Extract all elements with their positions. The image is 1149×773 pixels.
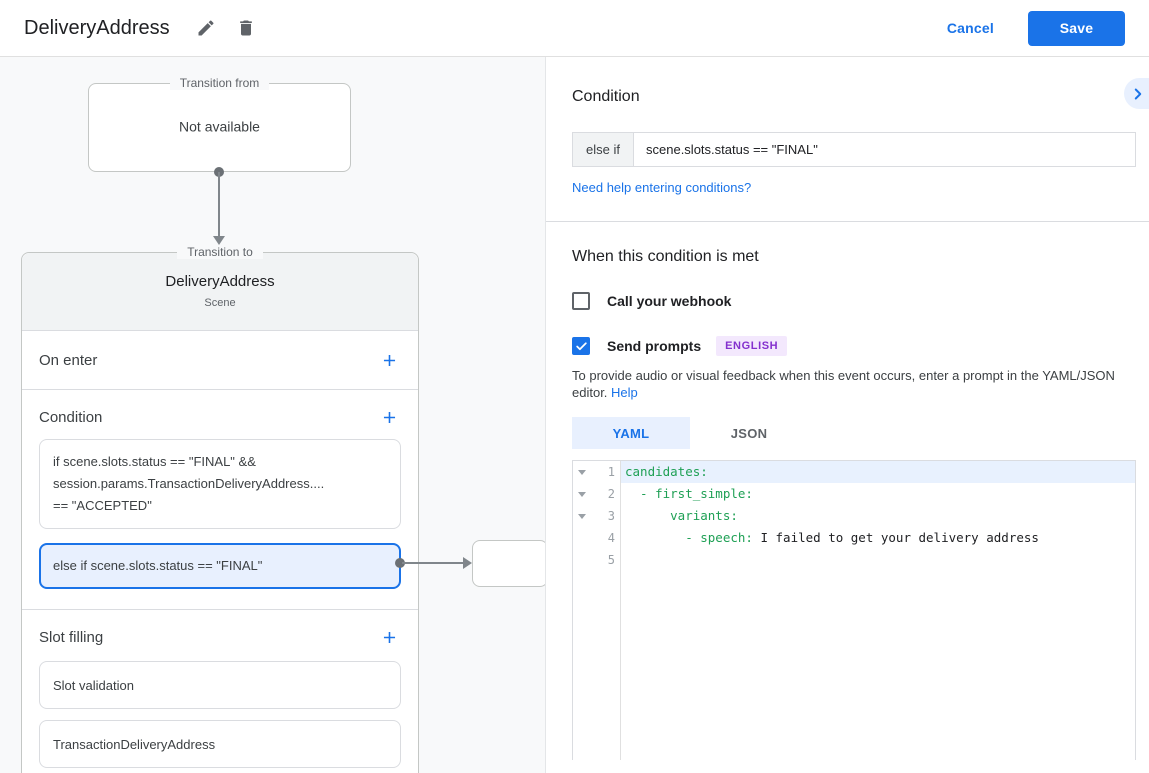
slot-filling-label: Slot filling (39, 628, 104, 646)
condition-label: Condition (39, 408, 103, 426)
scene-card-header[interactable]: DeliveryAddress Scene (22, 253, 418, 331)
line-number: 4 (607, 531, 615, 545)
panel-divider (546, 221, 1149, 222)
save-button[interactable]: Save (1028, 10, 1125, 46)
scene-name: DeliveryAddress (165, 273, 275, 290)
code-line: 1 candidates: (573, 461, 1135, 483)
add-on-enter-button[interactable] (378, 349, 401, 372)
slot-item[interactable]: TransactionDeliveryAddress (39, 720, 401, 768)
yaml-token: I failed to get your delivery address (760, 530, 1039, 545)
connector-line (218, 172, 220, 236)
cancel-button[interactable]: Cancel (946, 20, 994, 36)
line-number: 2 (607, 487, 615, 501)
helper-text: To provide audio or visual feedback when… (572, 368, 1115, 400)
add-condition-button[interactable] (378, 406, 401, 429)
webhook-checkbox[interactable] (572, 292, 590, 310)
on-enter-label: On enter (39, 351, 98, 369)
condition-editor-panel: Condition else if Need help entering con… (546, 57, 1149, 773)
top-bar: DeliveryAddress Cancel Save (0, 0, 1149, 57)
yaml-code-editor[interactable]: 1 candidates: 2 - first_simple: 3 varian… (572, 460, 1136, 760)
line-number: 5 (607, 553, 615, 567)
fold-toggle-icon[interactable] (573, 469, 591, 475)
on-enter-section: On enter (22, 331, 418, 390)
tab-yaml[interactable]: YAML (572, 417, 690, 449)
plus-icon (380, 351, 399, 370)
editor-tabs: YAML JSON (572, 417, 1136, 449)
scene-diagram: Transition from Not available Transition… (0, 57, 546, 773)
condition-input-group: else if (572, 132, 1136, 167)
fold-toggle-icon[interactable] (573, 513, 591, 519)
send-prompts-checkbox[interactable] (572, 337, 590, 355)
pencil-icon (196, 18, 216, 38)
delete-scene-button[interactable] (232, 14, 260, 42)
connector-arrowhead-down (213, 236, 225, 245)
language-badge: ENGLISH (716, 336, 788, 356)
transition-to-card: Transition to DeliveryAddress Scene On e… (21, 245, 419, 773)
chevron-right-icon (1129, 85, 1147, 103)
prompt-helper-text: To provide audio or visual feedback when… (572, 367, 1134, 401)
fold-toggle-icon[interactable] (573, 491, 591, 497)
checkmark-icon (575, 340, 588, 353)
transition-from-legend: Transition from (89, 76, 350, 90)
collapse-panel-button[interactable] (1124, 78, 1149, 109)
transition-target-box[interactable] (472, 540, 545, 587)
yaml-token: - first_simple: (625, 486, 753, 501)
condition-item[interactable]: if scene.slots.status == "FINAL" && sess… (39, 439, 401, 529)
scene-type: Scene (204, 297, 236, 309)
webhook-label: Call your webhook (607, 293, 732, 309)
trash-icon (236, 18, 256, 38)
code-line: 2 - first_simple: (573, 483, 1135, 505)
tab-json[interactable]: JSON (690, 417, 808, 449)
condition-help-link[interactable]: Need help entering conditions? (572, 180, 752, 195)
webhook-row: Call your webhook (572, 292, 1136, 310)
connector-dot (395, 558, 405, 568)
code-line: 3 variants: (573, 505, 1135, 527)
condition-section: Condition if scene.slots.status == "FINA… (22, 390, 418, 610)
code-line: 4 - speech: I failed to get your deliver… (573, 527, 1135, 549)
transition-from-box: Transition from Not available (88, 76, 351, 172)
line-number: 3 (607, 509, 615, 523)
connector-arrowhead-right (463, 557, 472, 569)
code-line: 5 (573, 549, 1135, 571)
transition-from-content: Not available (179, 118, 260, 135)
plus-icon (380, 628, 399, 647)
main-content: Transition from Not available Transition… (0, 57, 1149, 773)
panel-title: Condition (572, 88, 640, 105)
condition-value-input[interactable] (634, 133, 1135, 166)
page-title: DeliveryAddress (24, 16, 170, 39)
condition-met-title: When this condition is met (572, 248, 759, 265)
help-link[interactable]: Help (611, 385, 638, 400)
condition-prefix: else if (573, 133, 634, 166)
send-prompts-row: Send prompts ENGLISH (572, 336, 1136, 356)
yaml-token: candidates: (625, 464, 708, 479)
slot-item[interactable]: Slot validation (39, 661, 401, 709)
edit-scene-button[interactable] (192, 14, 220, 42)
send-prompts-label: Send prompts (607, 338, 702, 354)
slot-filling-section: Slot filling Slot validation Transaction… (22, 610, 418, 773)
line-number: 1 (607, 465, 615, 479)
add-slot-button[interactable] (378, 626, 401, 649)
plus-icon (380, 408, 399, 427)
condition-item-selected[interactable]: else if scene.slots.status == "FINAL" (39, 543, 401, 589)
connector-line (402, 562, 464, 564)
code-editor-empty-area[interactable] (573, 571, 1135, 760)
yaml-token: - speech: (625, 530, 761, 545)
yaml-token: variants: (625, 508, 738, 523)
